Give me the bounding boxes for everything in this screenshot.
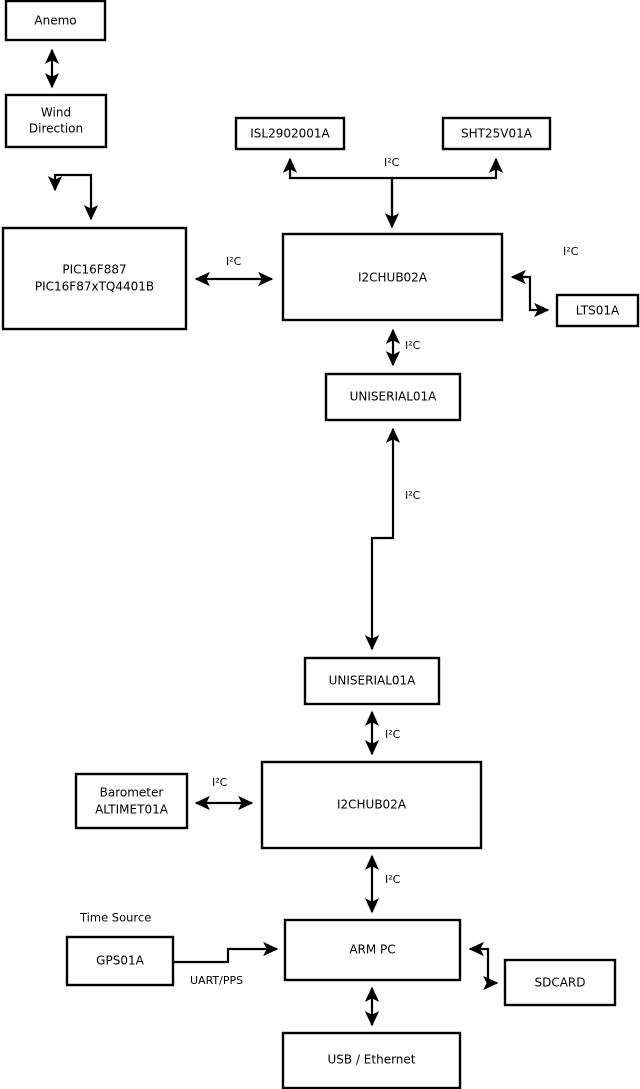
node-barometer-label-line1: Barometer	[100, 786, 164, 800]
edge-label-uniserial-link: I²C	[405, 489, 421, 502]
node-isl2902001a[interactable]: ISL2902001A	[234, 116, 346, 151]
node-uniserial01a-bottom[interactable]: UNISERIAL01A	[303, 656, 441, 706]
edge-pic-wind	[47, 173, 99, 221]
edge-hubtop-lts	[510, 269, 550, 318]
edge-gps-armpc	[174, 941, 279, 964]
node-i2chub02a-bottom-box	[260, 760, 483, 850]
edge-label-hub-sensors: I²C	[384, 156, 400, 169]
node-usb-ethernet-box	[281, 1031, 462, 1089]
node-usb-ethernet[interactable]: USB / Ethernet	[281, 1031, 462, 1089]
node-uniserial01a-bottom-label: UNISERIAL01A	[329, 674, 417, 688]
edge-armpc-sdcard	[468, 941, 499, 991]
node-sht25v01a[interactable]: SHT25V01A	[441, 116, 552, 151]
node-uniserial01a-top[interactable]: UNISERIAL01A	[324, 372, 462, 422]
node-i2chub02a-top-box	[281, 232, 504, 322]
edge-label-uniserial-hub-bot: I²C	[385, 728, 401, 741]
node-arm-pc[interactable]: ARM PC	[283, 918, 462, 982]
edge-label-gps-armpc: UART/PPS	[190, 974, 243, 987]
node-isl2902001a-box	[234, 116, 346, 151]
edge-label-hub-uniserial-top: I²C	[405, 339, 421, 352]
node-arm-pc-box	[283, 918, 462, 982]
edge-label-hub-lts: I²C	[563, 245, 579, 258]
node-lts01a-box	[555, 293, 640, 328]
node-arm-pc-label: ARM PC	[349, 943, 395, 957]
node-anemo-label: Anemo	[34, 14, 76, 28]
node-uniserial01a-bottom-box	[303, 656, 441, 706]
node-sdcard-label: SDCARD	[534, 976, 585, 990]
edge-label-pic-hub: I²C	[226, 255, 242, 268]
node-lts01a-label: LTS01A	[576, 304, 620, 318]
node-sht25v01a-label: SHT25V01A	[461, 127, 533, 141]
node-wind-direction[interactable]: Wind Direction	[4, 93, 108, 149]
node-lts01a[interactable]: LTS01A	[555, 293, 640, 328]
node-anemo[interactable]: Anemo	[4, 0, 107, 42]
node-gps01a[interactable]: GPS01A	[65, 935, 175, 987]
node-sdcard[interactable]: SDCARD	[503, 958, 617, 1007]
edge-hubtop-isl	[282, 157, 394, 225]
node-wind-direction-box	[4, 93, 108, 149]
node-barometer-box	[74, 772, 189, 830]
node-pic-mcu-label-line1: PIC16F887	[62, 263, 126, 277]
node-i2chub02a-bottom-label: I2CHUB02A	[337, 798, 407, 812]
node-pic-mcu-box	[1, 226, 188, 331]
node-barometer[interactable]: Barometer ALTIMET01A	[74, 772, 189, 830]
node-pic-mcu-label-line2: PIC16F87xTQ4401B	[35, 280, 154, 294]
node-pic-mcu[interactable]: PIC16F887 PIC16F87xTQ4401B	[1, 226, 188, 331]
node-wind-direction-label-line2: Direction	[29, 122, 83, 136]
edge-label-hub-armpc: I²C	[385, 873, 401, 886]
node-wind-direction-label-line1: Wind	[41, 106, 71, 120]
node-isl2902001a-label: ISL2902001A	[250, 127, 330, 141]
node-uniserial01a-top-label: UNISERIAL01A	[350, 390, 438, 404]
node-barometer-label-line2: ALTIMET01A	[95, 803, 169, 817]
edge-hubtop-sht	[392, 157, 504, 180]
node-gps01a-box	[65, 935, 175, 987]
node-sht25v01a-box	[441, 116, 552, 151]
node-uniserial01a-top-box	[324, 372, 462, 422]
edge-uniserial-link	[364, 427, 401, 651]
node-anemo-box	[4, 0, 107, 42]
node-i2chub02a-bottom[interactable]: I2CHUB02A	[260, 760, 483, 850]
label-time-source: Time Source	[79, 911, 151, 925]
edge-label-barometer-hub: I²C	[212, 776, 228, 789]
node-sdcard-box	[503, 958, 617, 1007]
node-i2chub02a-top[interactable]: I2CHUB02A	[281, 232, 504, 322]
node-i2chub02a-top-label: I2CHUB02A	[358, 271, 428, 285]
node-gps01a-label: GPS01A	[96, 954, 144, 968]
node-usb-ethernet-label: USB / Ethernet	[328, 1053, 416, 1067]
